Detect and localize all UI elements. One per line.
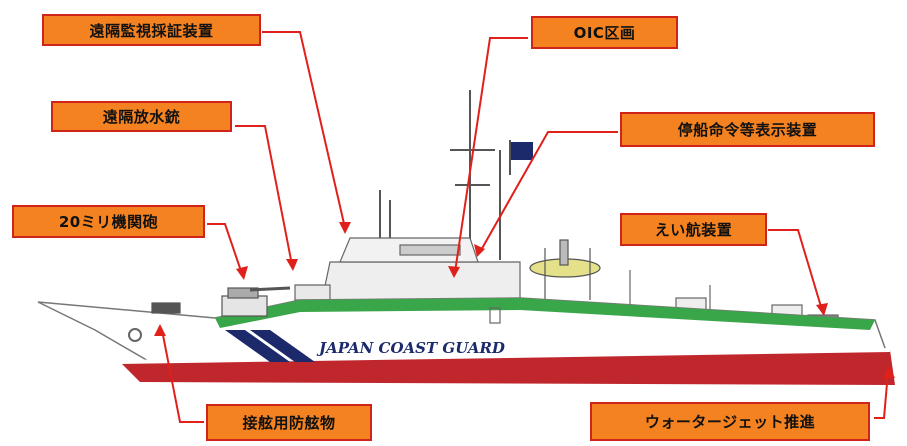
leader-stop: [479, 131, 618, 253]
label-towing-device: えい航装置: [620, 213, 767, 246]
leader-lines: [161, 31, 889, 423]
hull-lettering: JAPAN COAST GUARD: [316, 339, 505, 357]
hull-red-band: [120, 350, 895, 385]
leader-jet: [874, 371, 889, 419]
leader-fender: [161, 329, 204, 423]
label-oic-compartment: OIC区画: [531, 16, 678, 49]
leader-camera: [262, 31, 346, 229]
deck-green: [215, 298, 875, 330]
superstructure: [294, 237, 521, 301]
mast: [379, 90, 501, 262]
leader-cannon: [235, 125, 293, 266]
label-water-cannon: 遠隔放水銃: [51, 101, 232, 132]
label-boarding-fender: 接舷用防舷物: [206, 404, 372, 441]
flag: [511, 142, 533, 160]
label-waterjet-propulsion: ウォータージェット推進: [590, 402, 870, 441]
arrowheads: [154, 222, 895, 378]
coast-guard-stripes: [225, 330, 315, 362]
label-20mm-gun: 20ミリ機関砲: [12, 205, 205, 238]
leader-oic: [454, 37, 528, 273]
gun-mount: [151, 286, 291, 317]
label-stop-order-display: 停船命令等表示装置: [620, 112, 875, 147]
label-remote-surveillance: 遠隔監視採証装置: [42, 14, 261, 46]
lifeboat: [529, 239, 601, 300]
leader-tow: [768, 229, 823, 311]
leader-gun: [207, 223, 243, 275]
